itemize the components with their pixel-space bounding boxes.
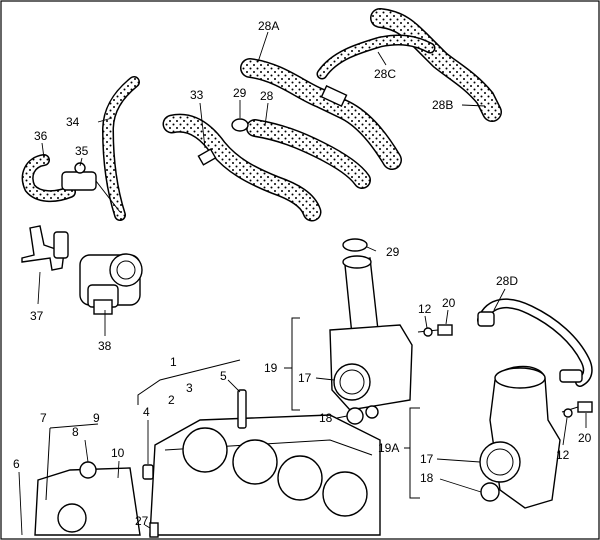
hose-34: [101, 76, 140, 221]
callout-29-upper: 29: [233, 86, 247, 100]
callout-4: 4: [143, 405, 150, 419]
seal-ring-17-lower: [479, 441, 521, 483]
callout-34: 34: [66, 115, 80, 129]
oil-separator-19a: [479, 365, 561, 509]
group-brackets: [45, 317, 420, 501]
callout-18-lower: 18: [420, 471, 434, 485]
callout-28d: 28D: [496, 274, 518, 288]
leader-lines: [18, 31, 587, 536]
callout-35: 35: [75, 144, 89, 158]
callout-36: 36: [34, 129, 48, 143]
callout-20-upper: 20: [442, 296, 456, 310]
hose-28a: [240, 58, 402, 170]
valve-35: [61, 162, 121, 213]
seal-ring-17-upper: [333, 363, 371, 401]
callout-18-upper: 18: [319, 411, 333, 425]
callout-28a: 28A: [258, 19, 279, 33]
callout-38: 38: [98, 339, 112, 353]
callout-12-lower: 12: [556, 448, 570, 462]
o-ring-18-lower: [480, 482, 500, 502]
washer-12-upper: [423, 327, 433, 337]
callout-9: 9: [93, 411, 100, 425]
hose-clip-29-lower: [342, 238, 368, 252]
callout-8: 8: [72, 425, 79, 439]
callout-33: 33: [190, 88, 204, 102]
callout-19: 19: [264, 361, 278, 375]
bolt-27: [149, 522, 159, 538]
callout-6: 6: [13, 457, 20, 471]
oil-filler-neck: [342, 255, 379, 336]
hose-clip-29-upper: [231, 118, 249, 132]
pipe-connector: [320, 84, 348, 108]
callout-2: 2: [168, 393, 175, 407]
bracket-37: [21, 225, 69, 271]
callout-19a: 19A: [378, 441, 399, 455]
throttle-body-38: [79, 253, 143, 315]
callout-3: 3: [186, 381, 193, 395]
hose-28d-fitting: [477, 311, 583, 383]
hose-28d: [477, 298, 593, 387]
callout-10: 10: [111, 446, 125, 460]
callout-28b: 28B: [432, 98, 453, 112]
callout-1: 1: [170, 355, 177, 369]
hose-28: [246, 119, 371, 189]
callout-labels: 28A 28B 28C 28 29 29 33 34 35 36 37 38 2…: [13, 19, 592, 528]
seal-8: [79, 461, 97, 479]
callout-37: 37: [30, 309, 44, 323]
callout-28c: 28C: [374, 67, 396, 81]
oil-separator-19: [329, 324, 413, 425]
callout-7: 7: [40, 411, 47, 425]
bolt-20-upper: [417, 324, 453, 336]
washer-12-lower: [563, 408, 573, 418]
callout-17-lower: 17: [420, 452, 434, 466]
callout-20-lower: 20: [578, 431, 592, 445]
timing-cover-6: [34, 461, 141, 536]
o-ring-18-upper: [346, 407, 364, 425]
hose-28b: [370, 8, 502, 122]
callout-27: 27: [135, 514, 149, 528]
callout-5: 5: [220, 369, 227, 383]
callout-12-upper: 12: [418, 302, 432, 316]
callout-29-lower: 29: [386, 245, 400, 259]
hose-28c: [316, 34, 436, 80]
hose-33: [162, 113, 322, 222]
cylinder-block: [149, 414, 381, 536]
hose-36: [21, 154, 76, 203]
plug-4: [142, 464, 154, 480]
dowel-pin-5: [237, 389, 247, 429]
hose-end-fitting: [197, 148, 217, 166]
callout-28: 28: [260, 89, 274, 103]
callout-17-upper: 17: [298, 371, 312, 385]
